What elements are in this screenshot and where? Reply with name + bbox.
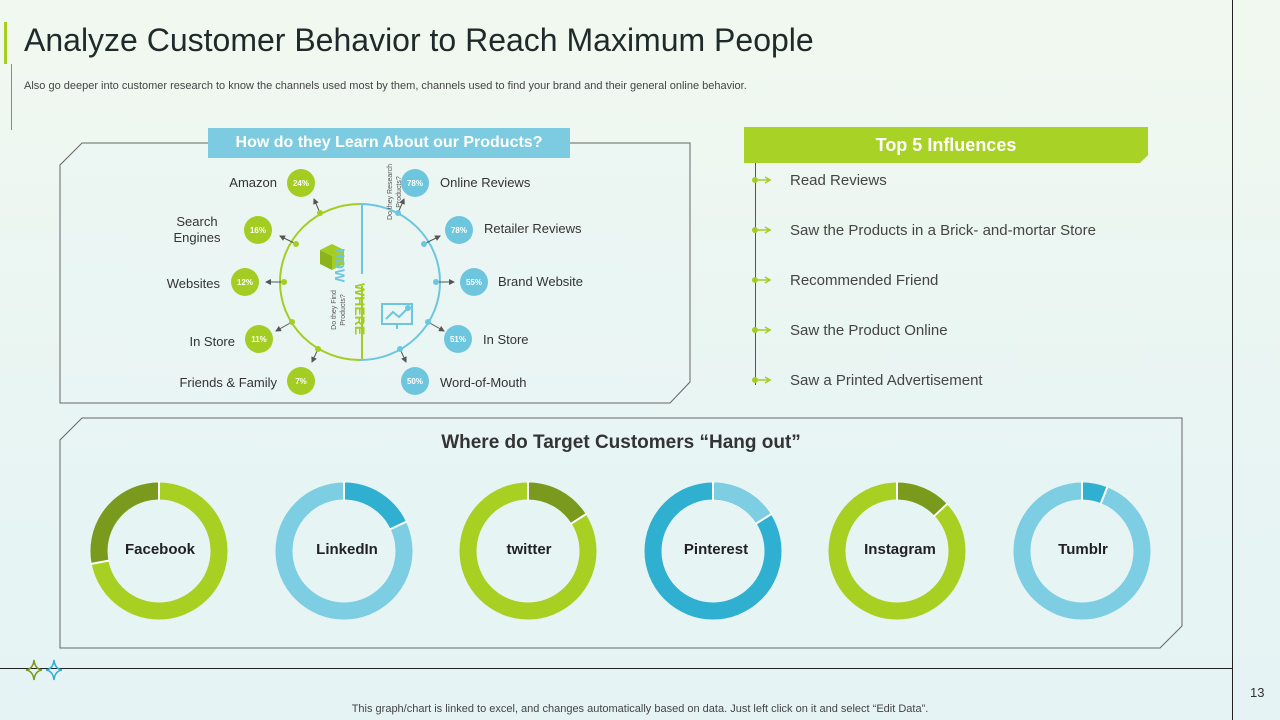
where-item-label: Search Engines: [173, 214, 221, 245]
right-divider: [1232, 0, 1233, 720]
title-accent-bar: [4, 22, 7, 64]
where-value-badge: 24%: [287, 169, 315, 197]
slide-title: Analyze Customer Behavior to Reach Maxim…: [24, 22, 814, 58]
donut-separator: [755, 512, 773, 525]
donut-separator: [933, 502, 949, 518]
how-item-label: Retailer Reviews: [484, 221, 582, 236]
donut-separator: [90, 559, 110, 566]
hangout-donut-row: [90, 481, 1151, 620]
page-number: 13: [1250, 685, 1265, 700]
how-value-badge: 55%: [460, 268, 488, 296]
influence-item: Recommended Friend: [790, 272, 939, 289]
arrow-bullet-icon: [752, 326, 772, 334]
arrow-bullet-icon: [752, 376, 772, 384]
donut-label-twitter: twitter: [506, 541, 552, 558]
arrow-bullet-icon: [752, 226, 772, 234]
influences-header: Top 5 Influences: [744, 127, 1148, 163]
monitor-icon: [381, 303, 413, 329]
arrow-bullet-icon: [752, 176, 772, 184]
donut-separator: [389, 520, 408, 531]
where-value-badge: 11%: [245, 325, 273, 353]
arrow-bullet-icon: [752, 276, 772, 284]
how-item-label: Brand Website: [498, 274, 584, 289]
learn-header: How do they Learn About our Products?: [208, 128, 570, 158]
connector-in-store-right: [427, 321, 445, 332]
donut-label-pinterest: Pinterest: [683, 541, 749, 558]
donut-separator: [570, 512, 588, 525]
learn-panel-frame: [59, 142, 691, 404]
how-item-label: In Store: [483, 332, 529, 347]
influence-item: Saw a Printed Advertisement: [790, 372, 983, 389]
where-value-badge: 7%: [287, 367, 315, 395]
how-value-badge: 51%: [444, 325, 472, 353]
bottom-divider: [0, 668, 1233, 669]
donut-label-facebook: Facebook: [124, 541, 196, 558]
donut-label-instagram: Instagram: [864, 541, 936, 558]
how-item-label: Word-of-Mouth: [440, 375, 527, 390]
hangout-panel-frame: [59, 417, 1183, 649]
how-value-badge: 50%: [401, 367, 429, 395]
connector-in-store-left: [275, 321, 293, 332]
hangout-title: Where do Target Customers “Hang out”: [441, 432, 801, 453]
title-accent-line: [11, 64, 12, 130]
how-item-label: Online Reviews: [440, 175, 531, 190]
influence-item: Read Reviews: [790, 172, 887, 189]
how-value-badge: 78%: [445, 216, 473, 244]
slide-subtitle: Also go deeper into customer research to…: [24, 80, 747, 92]
where-item-label: Amazon: [229, 175, 277, 190]
where-item-label: In Store: [189, 334, 235, 349]
how-value-badge: 78%: [401, 169, 429, 197]
influence-item: Saw the Products in a Brick- and-mortar …: [790, 222, 1096, 239]
where-item-label: Websites: [166, 276, 220, 291]
connector-dots: [281, 210, 439, 352]
sparkle-icon: [25, 659, 63, 681]
box-icon: [320, 244, 344, 270]
where-value-badge: 12%: [231, 268, 259, 296]
where-item-label: Friends & Family: [179, 375, 277, 390]
influence-item: Saw the Product Online: [790, 322, 948, 339]
influences-timeline: [755, 163, 756, 385]
footnote: This graph/chart is linked to excel, and…: [351, 703, 929, 715]
donut-label-linkedin: LinkedIn: [316, 541, 378, 558]
donut-separator: [1099, 486, 1109, 505]
where-value-badge: 16%: [244, 216, 272, 244]
donut-label-tumblr: Tumblr: [1058, 541, 1108, 558]
